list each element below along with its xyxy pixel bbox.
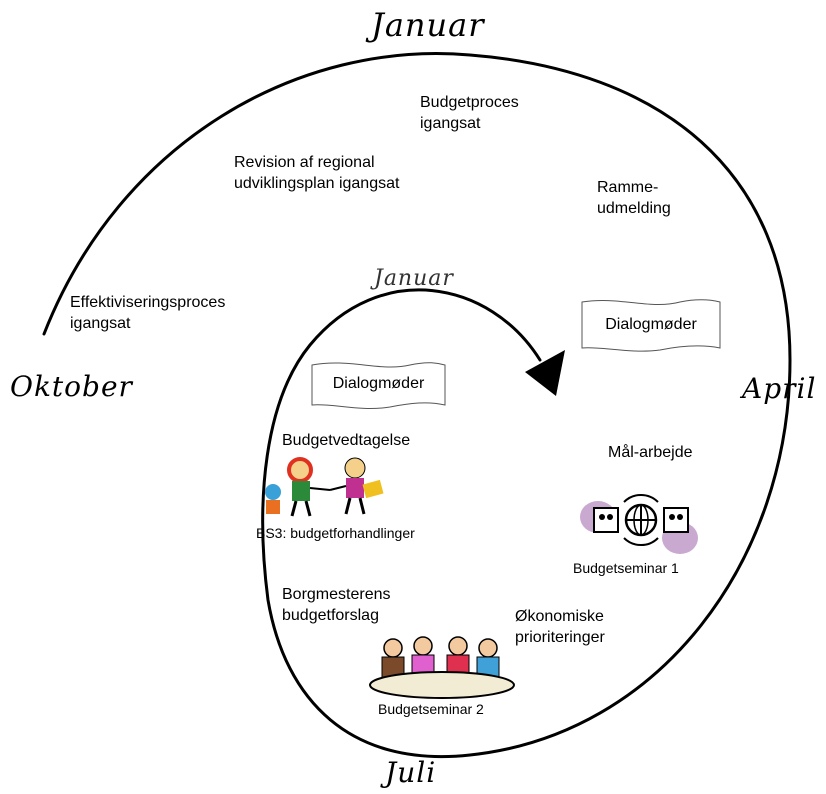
label-seminar1: Budgetseminar 1: [573, 560, 679, 576]
arrow-head: [525, 350, 565, 396]
month-label-bottom: Juli: [385, 756, 437, 789]
month-label-right: April: [742, 372, 817, 405]
dialog-right-text: Dialogmøder: [605, 316, 697, 333]
people-shaking-hands-icon: [265, 457, 384, 517]
banner-dialog-left: [311, 362, 446, 410]
label-effektivisering: Effektiviseringsproces igangsat: [70, 294, 226, 332]
label-maal: Mål-arbejde: [608, 444, 693, 461]
people-at-table-icon: [369, 636, 515, 699]
label-revision: Revision af regional udviklingsplan igan…: [234, 154, 400, 192]
month-label-inner: Januar: [374, 266, 454, 291]
label-ramme: Ramme- udmelding: [597, 179, 671, 217]
banner-dialog-right: [581, 299, 721, 352]
label-bs3: BS3: budgetforhandlinger: [256, 525, 415, 541]
outer-spiral: [42, 52, 792, 758]
dialog-left-text: Dialogmøder: [332, 375, 425, 392]
label-budgetproces: Budgetproces igangsat: [420, 94, 519, 132]
month-label-left: Oktober: [10, 370, 133, 403]
label-oekonomiske: Økonomiske prioriteringer: [515, 608, 605, 646]
people-around-globe-icon: [580, 493, 698, 554]
label-seminar2: Budgetseminar 2: [378, 701, 484, 717]
label-borgmester: Borgmesterens budgetforslag: [282, 586, 391, 624]
label-budgetvedtagelse: Budgetvedtagelse: [282, 432, 411, 449]
month-label-top: Januar: [371, 6, 485, 44]
